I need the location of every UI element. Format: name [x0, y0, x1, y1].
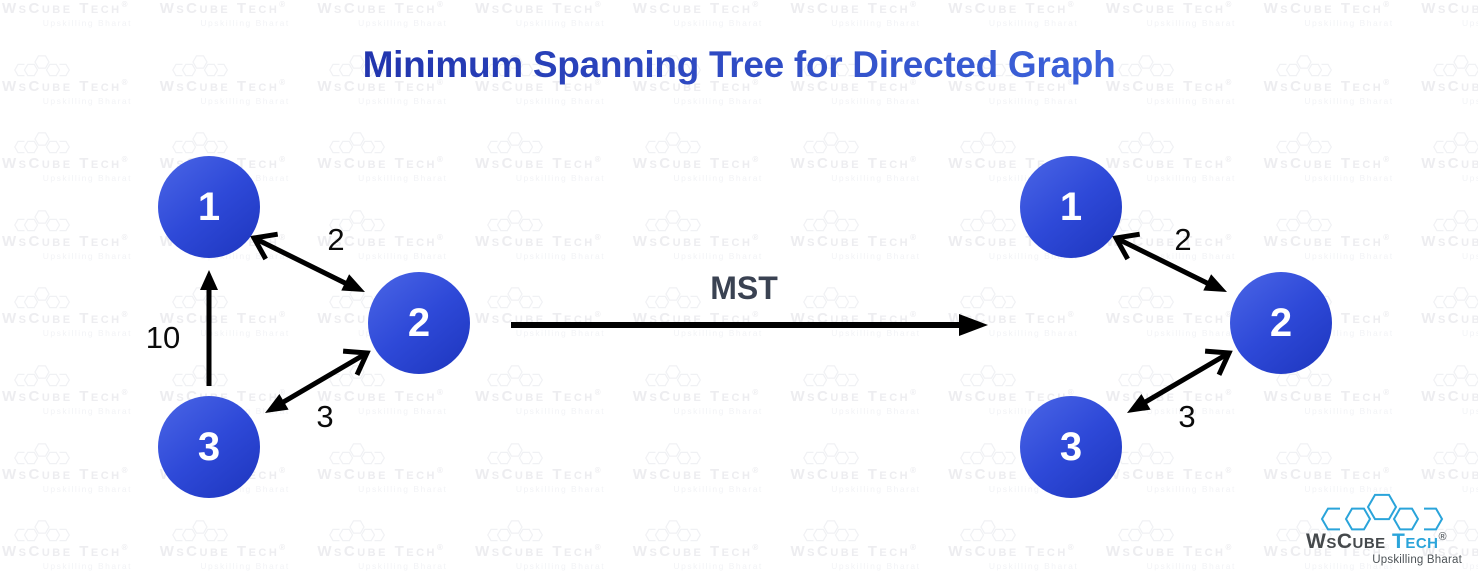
edge-weight-label: 10: [145, 320, 181, 355]
watermark-tile: WsCube Tech®Upskilling Bharat: [159, 0, 290, 28]
graph-node-1: 1: [1020, 156, 1122, 258]
logo-brand-secondary: Tech: [1392, 530, 1439, 553]
watermark-tile: WsCube Tech®Upskilling Bharat: [2, 209, 132, 261]
graph-node-1: 1: [158, 156, 260, 258]
watermark-tile: WsCube Tech®Upskilling Bharat: [1421, 131, 1478, 183]
watermark-tile: WsCube Tech®Upskilling Bharat: [633, 131, 763, 183]
watermark-tile: WsCube Tech®Upskilling Bharat: [475, 209, 605, 261]
watermark-tile: WsCube Tech®Upskilling Bharat: [1421, 0, 1478, 28]
watermark-tile: WsCube Tech®Upskilling Bharat: [2, 519, 132, 571]
watermark-tile: WsCube Tech®Upskilling Bharat: [1421, 286, 1478, 338]
logo-wordmark: WsCube Tech®: [1306, 530, 1462, 554]
watermark-tile: WsCube Tech®Upskilling Bharat: [1263, 0, 1394, 28]
watermark-tile: WsCube Tech®Upskilling Bharat: [475, 442, 605, 494]
watermark-tile: WsCube Tech®Upskilling Bharat: [791, 131, 921, 183]
node-label: 2: [1269, 300, 1293, 345]
watermark-tile: WsCube Tech®Upskilling Bharat: [791, 519, 921, 571]
watermark-tile: WsCube Tech®Upskilling Bharat: [632, 0, 763, 28]
wscube-logo: WsCube Tech® Upskilling Bharat: [1306, 493, 1462, 566]
page-title: Minimum Spanning Tree for Directed Graph: [0, 44, 1478, 86]
edge-weight-label: 3: [1178, 399, 1196, 434]
graph-node-2: 2: [368, 272, 470, 374]
watermark-tile: WsCube Tech®Upskilling Bharat: [1106, 519, 1236, 571]
edge-weight-label: 2: [1174, 222, 1192, 257]
watermark-tile: WsCube Tech®Upskilling Bharat: [1421, 442, 1478, 494]
watermark-tile: WsCube Tech®Upskilling Bharat: [2, 286, 132, 338]
watermark-tile: WsCube Tech®Upskilling Bharat: [791, 209, 921, 261]
watermark-tile: WsCube Tech®Upskilling Bharat: [633, 364, 763, 416]
watermark-tile: WsCube Tech®Upskilling Bharat: [317, 0, 448, 28]
watermark-tile: WsCube Tech®Upskilling Bharat: [633, 209, 763, 261]
watermark-tile: WsCube Tech®Upskilling Bharat: [633, 519, 763, 571]
logo-brand-primary: WsCube: [1306, 530, 1386, 553]
watermark-tile: WsCube Tech®Upskilling Bharat: [475, 364, 605, 416]
watermark-tile: WsCube Tech®Upskilling Bharat: [2, 131, 132, 183]
edge-3-1: [200, 270, 218, 386]
logo-hexagon-icon: [1320, 493, 1444, 531]
node-label: 1: [197, 184, 221, 229]
edge-weight-label: 3: [316, 399, 334, 434]
watermark-tile: WsCube Tech®Upskilling Bharat: [475, 0, 606, 28]
registered-mark: ®: [1438, 531, 1448, 543]
watermark-tile: WsCube Tech®Upskilling Bharat: [791, 442, 921, 494]
watermark-tile: WsCube Tech®Upskilling Bharat: [1421, 209, 1478, 261]
directed-graph: 1 2 3 2 10 3: [130, 130, 490, 520]
watermark-tile: WsCube Tech®Upskilling Bharat: [948, 0, 1079, 28]
watermark-tile: WsCube Tech®Upskilling Bharat: [317, 519, 447, 571]
logo-tagline: Upskilling Bharat: [1372, 554, 1462, 566]
watermark-tile: WsCube Tech®Upskilling Bharat: [948, 519, 1078, 571]
graph-node-3: 3: [158, 396, 260, 498]
graph-node-3: 3: [1020, 396, 1122, 498]
mst-arrow-label: MST: [710, 270, 778, 306]
watermark-tile: WsCube Tech®Upskilling Bharat: [1421, 364, 1478, 416]
edge-1-2: [250, 231, 365, 292]
watermark-tile: WsCube Tech®Upskilling Bharat: [2, 0, 132, 28]
node-label: 1: [1059, 184, 1083, 229]
node-label: 3: [1059, 424, 1083, 469]
watermark-tile: WsCube Tech®Upskilling Bharat: [633, 442, 763, 494]
mst-arrow: [511, 314, 988, 336]
watermark-tile: WsCube Tech®Upskilling Bharat: [160, 519, 290, 571]
node-label: 2: [407, 300, 431, 345]
watermark-tile: WsCube Tech®Upskilling Bharat: [2, 364, 132, 416]
watermark-tile: WsCube Tech®Upskilling Bharat: [791, 364, 921, 416]
watermark-tile: WsCube Tech®Upskilling Bharat: [790, 0, 921, 28]
node-label: 3: [197, 424, 221, 469]
edge-1-2: [1112, 231, 1227, 292]
watermark-tile: WsCube Tech®Upskilling Bharat: [475, 131, 605, 183]
mst-result-graph: 1 2 3 2 3: [992, 130, 1352, 520]
watermark-tile: WsCube Tech®Upskilling Bharat: [1105, 0, 1236, 28]
graph-node-2: 2: [1230, 272, 1332, 374]
edge-weight-label: 2: [327, 222, 345, 257]
watermark-tile: WsCube Tech®Upskilling Bharat: [475, 519, 605, 571]
watermark-tile: WsCube Tech®Upskilling Bharat: [2, 442, 132, 494]
watermark-tile: WsCube Tech®Upskilling Bharat: [475, 286, 605, 338]
